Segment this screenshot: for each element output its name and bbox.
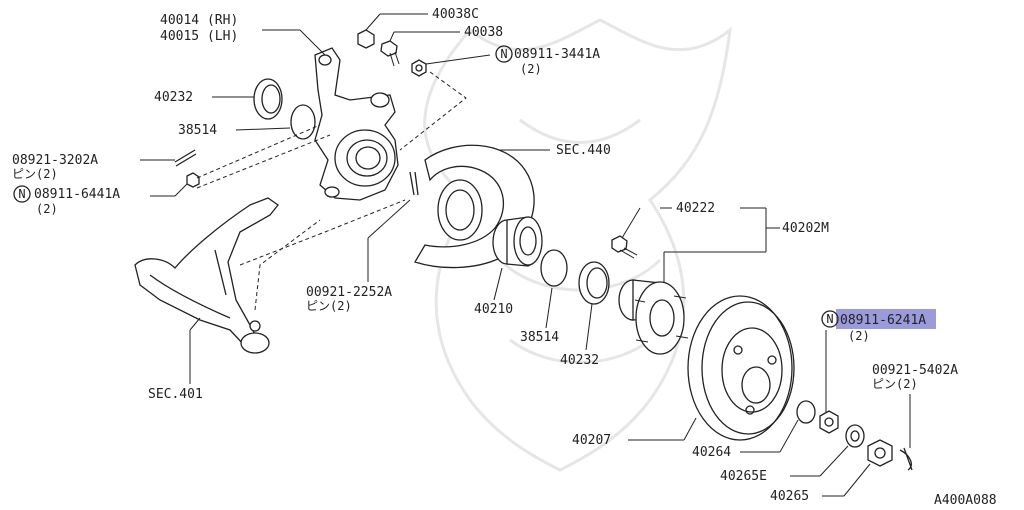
label-6241a: 08911-6241A (840, 313, 926, 328)
label-5402a-pin: ピン(2) (872, 377, 918, 391)
nut-6241a (819, 410, 839, 434)
label-3202a: 08921-3202A (12, 153, 98, 168)
nut-6441a (186, 172, 200, 188)
label-40265e: 40265E (720, 469, 767, 484)
seal-40232-right (578, 261, 610, 305)
label-6241a-qty: (2) (848, 329, 870, 343)
label-38514-right: 38514 (520, 330, 559, 345)
pin-3202a (174, 149, 197, 167)
label-3441a: 08911-3441A (514, 47, 600, 62)
label-6441a-qty: (2) (36, 202, 58, 216)
svg-text:N: N (826, 312, 833, 326)
washer-40265e (845, 424, 865, 448)
highlight-6241a (836, 309, 936, 329)
label-40038: 40038 (464, 25, 503, 40)
diagram-id: A400A088 (934, 493, 997, 508)
label-40210: 40210 (474, 302, 513, 317)
nut-3441a (411, 59, 427, 77)
snap-ring-38514-left (290, 104, 316, 140)
cotter-pin-5402a (899, 447, 913, 471)
cotter-pin-2252a (409, 171, 419, 196)
label-3441a-qty: (2) (520, 62, 542, 76)
nut-40038c (357, 29, 375, 49)
label-3202a-pin: ピン(2) (12, 167, 58, 181)
label-40222: 40222 (676, 201, 715, 216)
svg-text:N: N (500, 47, 507, 61)
bolt-40038 (380, 40, 400, 67)
label-40265: 40265 (770, 489, 809, 504)
callout-labels: 40014 (RH) 40015 (LH) 40038C 40038 08911… (12, 7, 997, 508)
assembly-lines (196, 71, 467, 311)
circled-n-icon: N (821, 310, 839, 328)
label-40232-right: 40232 (560, 353, 599, 368)
steering-knuckle (314, 47, 399, 201)
circled-n-icon: N (495, 45, 513, 63)
label-40202m: 40202M (782, 221, 829, 236)
svg-text:N: N (18, 187, 25, 201)
brake-rotor-40207 (687, 295, 795, 441)
bearing-40210 (492, 216, 543, 267)
label-38514-left: 38514 (178, 123, 217, 138)
label-40015: 40015 (LH) (160, 29, 238, 44)
snap-ring-38514-right (540, 249, 568, 287)
label-40232-left: 40232 (154, 90, 193, 105)
castle-nut-40265 (867, 439, 893, 467)
label-sec440: SEC.440 (556, 143, 611, 158)
label-6441a: 08911-6441A (34, 187, 120, 202)
label-5402a: 00921-5402A (872, 363, 958, 378)
label-2252a-pin: ピン(2) (306, 299, 352, 313)
seal-40232-left (253, 78, 283, 120)
lower-control-arm (134, 197, 279, 354)
hub-40202m (618, 279, 689, 355)
leader-lines (140, 13, 911, 497)
label-40264: 40264 (692, 445, 731, 460)
circled-n-icon: N (13, 185, 31, 203)
label-2252a: 00921-2252A (306, 285, 392, 300)
label-40014: 40014 (RH) (160, 13, 238, 28)
label-40207: 40207 (572, 433, 611, 448)
label-40038c: 40038C (432, 7, 479, 22)
hub-bolt-40222 (611, 235, 638, 259)
label-sec401: SEC.401 (148, 387, 203, 402)
washer-40264 (796, 400, 816, 424)
